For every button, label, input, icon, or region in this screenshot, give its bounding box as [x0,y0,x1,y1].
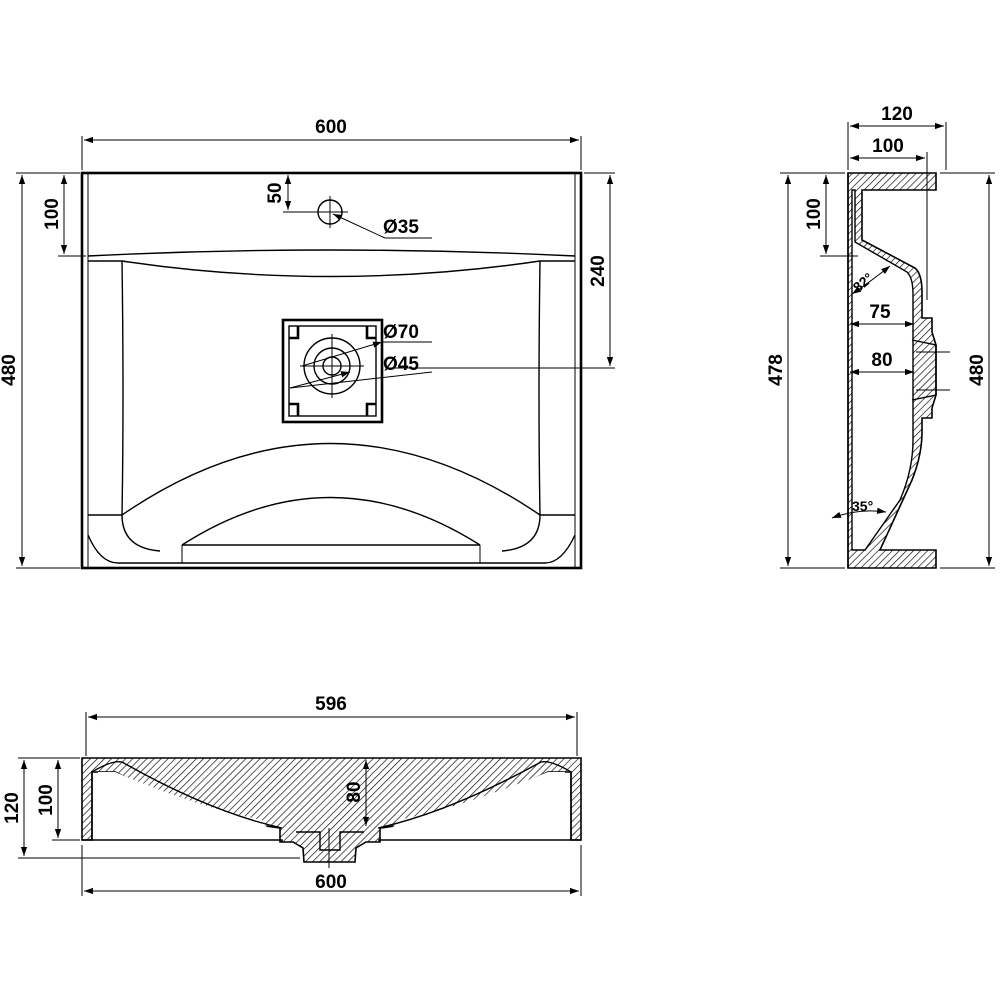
dim-angle-35: 35° [831,498,887,545]
dim-side-480: 480 [940,172,995,569]
dim-label: 100 [36,784,57,816]
dim-label: 100 [42,198,63,230]
dim-label: Ø35 [383,217,419,238]
front-cavity [98,772,276,840]
dim-label: 240 [588,255,609,287]
dim-front-596: 596 [85,694,578,756]
dim-side-75: 75 [850,302,914,328]
dim-width-600: 600 [81,117,582,170]
dim-label: Ø70 [383,322,419,343]
front-view: 596 600 120 100 80 [2,694,582,896]
dim-label: 35° [852,498,873,514]
dim-label: Ø45 [383,354,419,375]
dim-label: 480 [0,354,20,386]
dim-side-100: 100 [850,136,928,300]
dim-basin-240: 240 [386,172,615,369]
dim-label: 120 [2,792,23,824]
dim-drain: Ø70 Ø45 [289,322,433,389]
dim-front-100: 100 [36,760,80,841]
dim-label: 600 [315,872,347,893]
dim-tap-50: 50 [265,175,318,213]
dim-label: 600 [315,117,347,138]
dim-side-back-100: 100 [804,175,858,257]
dim-depth-480: 480 [0,172,80,569]
dim-label: 80 [344,781,365,802]
dim-label: 596 [315,694,347,715]
side-view: 120 100 100 478 480 [766,104,995,569]
dim-side-80: 80 [850,350,914,376]
dim-back-100: 100 [42,175,86,257]
dim-label: 480 [967,354,988,386]
drain-box [281,318,384,424]
dim-front-80: 80 [344,760,370,826]
dim-front-120: 120 [2,757,300,859]
dim-label: 50 [265,182,286,203]
dim-side-120: 120 [847,104,947,170]
top-view: 600 480 100 50 Ø35 [0,117,615,570]
basin-outline [80,171,583,570]
dim-side-478: 478 [766,172,845,569]
dim-label: 100 [804,198,825,230]
dim-label: 100 [872,136,904,157]
dim-tap-hole-35: Ø35 [332,213,432,239]
dim-label: 478 [766,354,787,386]
dim-label: 120 [881,104,913,125]
dim-front-600: 600 [81,845,582,896]
dim-label: 80 [871,350,892,371]
dim-label: 75 [869,302,891,323]
